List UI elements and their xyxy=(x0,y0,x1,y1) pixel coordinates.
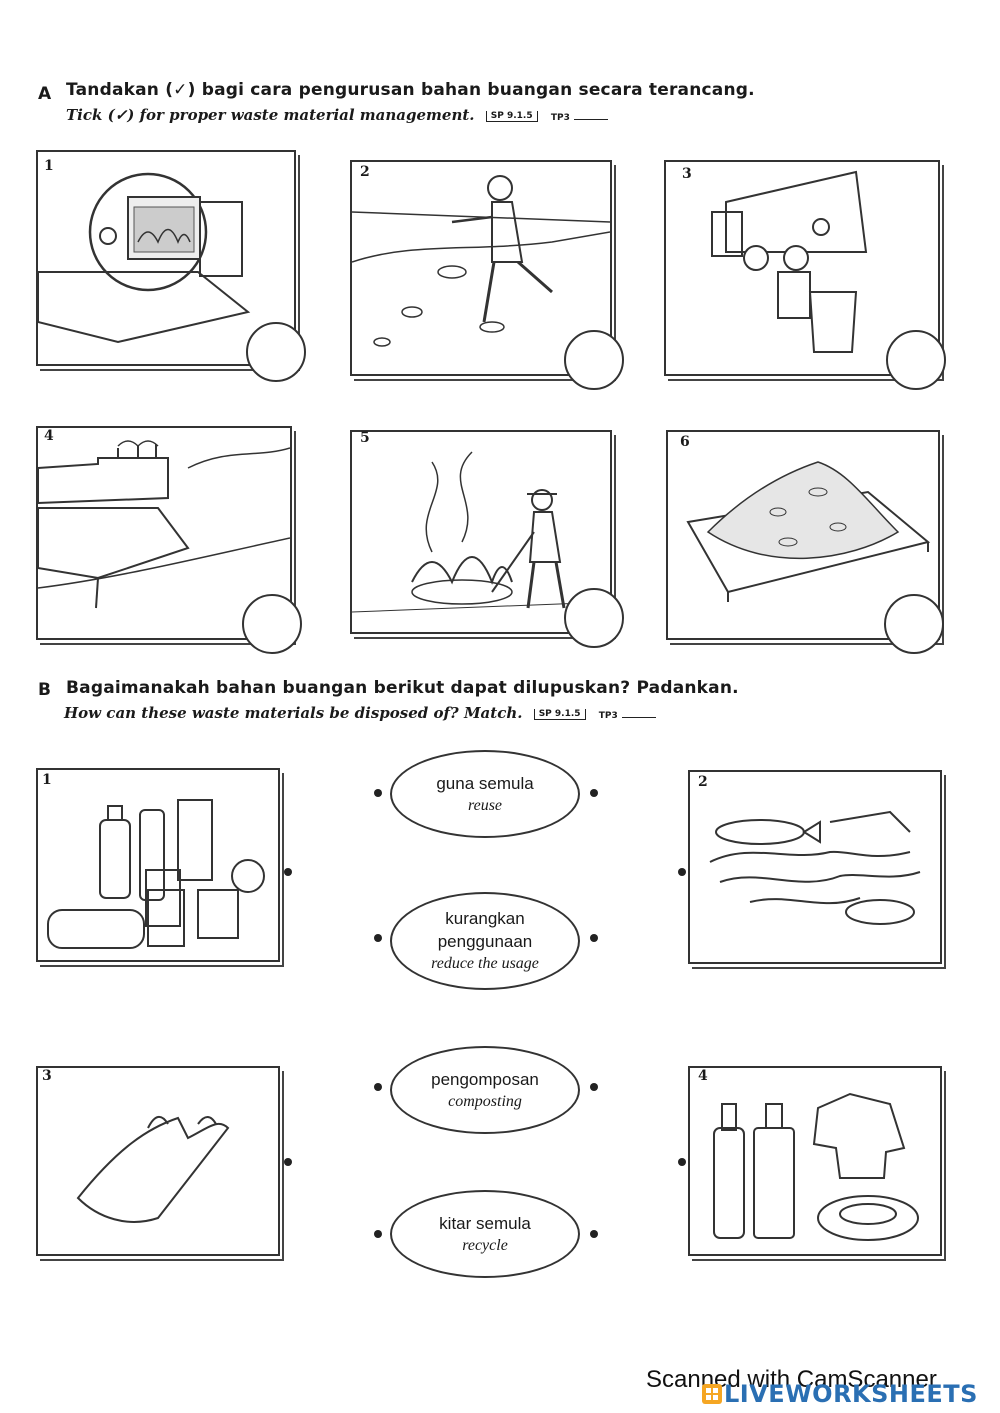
option-label-en: reduce the usage xyxy=(431,955,539,972)
tp-tag: TP3 xyxy=(598,711,618,721)
section-b-instruction-en-text: How can these waste materials be dispose… xyxy=(64,704,523,722)
tp-blank xyxy=(621,709,656,718)
tick-answer-circle[interactable] xyxy=(246,322,306,382)
option-label-ms: pengomposan xyxy=(431,1069,539,1089)
match-dot-item-4[interactable] xyxy=(678,1158,686,1166)
option-reduce-usage: kurangkan penggunaan reduce the usage xyxy=(390,892,580,990)
section-a-instruction-en-text: Tick (✓) for proper waste material manag… xyxy=(66,106,475,124)
panel-number: 2 xyxy=(360,164,370,180)
option-label-en: reuse xyxy=(467,796,503,814)
panel-number: 6 xyxy=(680,434,690,450)
liveworksheets-wordmark: LIVEWORKSHEETS xyxy=(724,1380,978,1408)
section-b-instruction-ms: Bagaimanakah bahan buangan berikut dapat… xyxy=(66,678,739,698)
tick-answer-circle[interactable] xyxy=(242,594,302,654)
factory-polluting-river-illustration xyxy=(38,440,290,609)
landfill-illustration xyxy=(686,461,931,602)
sp-tag: SP 9.1.5 xyxy=(485,110,538,122)
option-label-ms: guna semula xyxy=(436,773,534,793)
tick-answer-circle[interactable] xyxy=(886,330,946,390)
section-a-instruction-ms: Tandakan (✓) bagi cara pengurusan bahan … xyxy=(66,80,755,100)
panel-6: 6 xyxy=(666,430,944,654)
tp-tag: TP3 xyxy=(550,113,570,123)
match-dot-option-left[interactable] xyxy=(374,1083,382,1091)
match-item-4: 4 xyxy=(688,1066,942,1256)
liveworksheets-icon xyxy=(702,1384,722,1404)
bottles-and-cans-illustration xyxy=(47,799,265,949)
option-label-en: composting xyxy=(448,1092,522,1110)
section-a-letter: A xyxy=(38,84,52,104)
panel-4: 4 xyxy=(36,426,302,654)
match-dot-option-left[interactable] xyxy=(374,789,382,797)
match-dot-item-1[interactable] xyxy=(284,868,292,876)
sp-tag: SP 9.1.5 xyxy=(533,708,586,720)
panel-number: 3 xyxy=(682,166,692,182)
match-dot-option-right[interactable] xyxy=(590,789,598,797)
boy-littering-illustration xyxy=(352,175,610,347)
plastic-bag-illustration xyxy=(76,1116,230,1223)
section-b-letter: B xyxy=(38,680,51,700)
section-b-instruction-en: How can these waste materials be dispose… xyxy=(64,704,656,722)
item-number: 4 xyxy=(698,1068,708,1084)
scanner-watermark: Scanned with CamScanner xyxy=(646,1366,937,1393)
option-label-ms: kitar semula xyxy=(439,1213,531,1233)
tick-answer-circle[interactable] xyxy=(564,330,624,390)
panel-3: 3 xyxy=(664,160,946,390)
panel-number: 5 xyxy=(360,430,370,446)
panel-2: 2 xyxy=(350,160,624,390)
match-item-1: 1 xyxy=(36,768,280,962)
option-label-en: recycle xyxy=(462,1236,508,1254)
match-item-2: 2 xyxy=(688,770,942,964)
option-recycle: kitar semula recycle xyxy=(390,1190,580,1278)
match-dot-option-right[interactable] xyxy=(590,934,598,942)
tick-answer-circle[interactable] xyxy=(564,588,624,648)
liveworksheets-logo: LIVEWORKSHEETS xyxy=(700,1380,978,1408)
option-reuse: guna semula reuse xyxy=(390,750,580,838)
option-label-ms: kurangkan penggunaan xyxy=(437,909,533,951)
tick-answer-circle[interactable] xyxy=(884,594,944,654)
incinerator-illustration xyxy=(38,172,251,344)
match-item-3: 3 xyxy=(36,1066,280,1256)
panel-number: 4 xyxy=(44,428,54,444)
option-composting: pengomposan composting xyxy=(390,1046,580,1134)
panel-5: 5 xyxy=(350,430,624,648)
item-number: 2 xyxy=(698,774,708,790)
section-a-instruction-en: Tick (✓) for proper waste material manag… xyxy=(66,106,608,124)
match-dot-option-left[interactable] xyxy=(374,1230,382,1238)
food-waste-illustration xyxy=(709,810,921,925)
panel-number: 1 xyxy=(44,158,54,174)
item-number: 1 xyxy=(42,772,52,788)
tp-blank xyxy=(573,111,608,120)
bottles-clothes-tyre-illustration xyxy=(713,1092,919,1241)
panel-1: 1 xyxy=(36,150,306,382)
match-dot-option-right[interactable] xyxy=(590,1083,598,1091)
match-dot-item-2[interactable] xyxy=(678,868,686,876)
match-dot-item-3[interactable] xyxy=(284,1158,292,1166)
garbage-truck-illustration xyxy=(711,170,868,353)
match-dot-option-right[interactable] xyxy=(590,1230,598,1238)
item-number: 3 xyxy=(42,1068,52,1084)
match-dot-option-left[interactable] xyxy=(374,934,382,942)
